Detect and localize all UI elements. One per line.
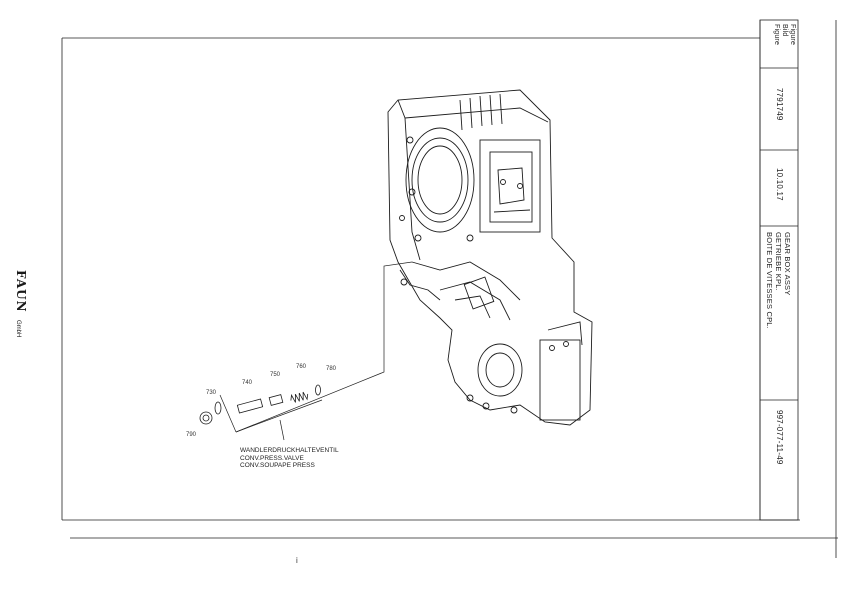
exploded-parts xyxy=(199,384,321,425)
label-figure-fr: Figure xyxy=(773,24,780,46)
figure-number: 7791749 xyxy=(775,88,784,121)
callout-750: 750 xyxy=(270,372,281,378)
figure-date: 10.10.17 xyxy=(775,168,784,201)
sleeve-part xyxy=(268,394,284,406)
o-ring-part xyxy=(214,401,222,415)
title-block-frame xyxy=(759,19,799,521)
title-block-labels: Figure Bild Figure xyxy=(772,24,796,45)
spring-part xyxy=(290,391,309,403)
callout-740: 740 xyxy=(242,380,253,386)
title-line-2: GETRIEBE KPL. xyxy=(774,232,783,291)
page-border xyxy=(61,20,838,558)
title-line-1: GEAR BOX ASSY xyxy=(783,232,792,296)
label-bild: Bild xyxy=(781,24,788,37)
caption-line-1: WANDLERDRUCKHALTEVENTIL xyxy=(240,447,339,454)
retaining-ring-part xyxy=(315,384,321,396)
caption-line-2: CONV.PRESS.VALVE xyxy=(240,454,304,462)
callout-790: 790 xyxy=(186,432,197,438)
leader-lines xyxy=(219,261,413,441)
callout-780: 780 xyxy=(326,366,337,372)
callout-760-upper: 760 xyxy=(296,364,307,370)
label-figure-en: Figure xyxy=(789,24,796,46)
caption-line-3: CONV.SOUPAPE PRESS xyxy=(240,462,315,469)
plug-part xyxy=(199,411,213,425)
piston-part xyxy=(236,398,264,414)
title-text-block: GEAR BOX ASSY GETRIEBE KPL. BOITE DE VIT… xyxy=(765,232,792,329)
title-line-3: BOITE DE VITESSES CPL. xyxy=(765,232,774,329)
footer-mark: i xyxy=(296,556,298,565)
callout-730: 730 xyxy=(206,390,217,396)
gearbox-housing xyxy=(387,89,593,426)
part-caption: WANDLERDRUCKHALTEVENTIL CONV.PRESS.VALVE… xyxy=(240,447,339,470)
part-number: 997-077-11-49 xyxy=(775,410,784,465)
